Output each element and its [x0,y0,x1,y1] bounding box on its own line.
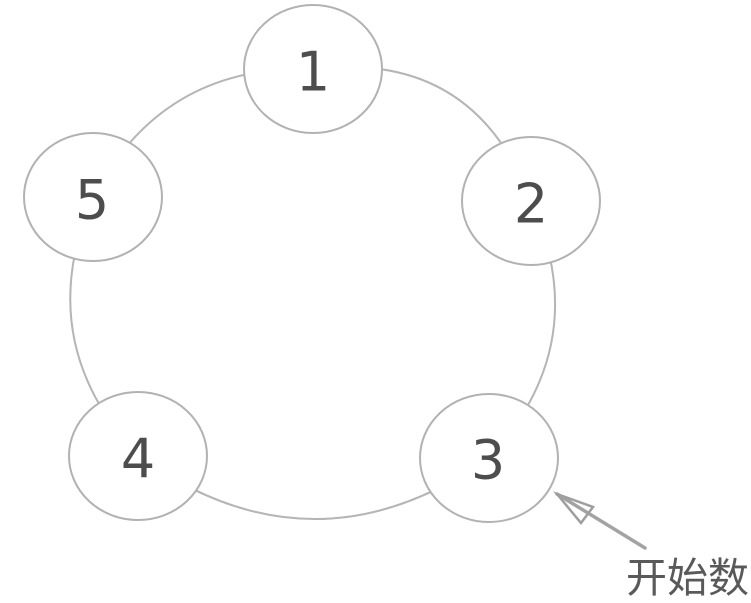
node-label-4: 4 [121,428,155,491]
node-circle-1 [243,4,383,134]
arrow-head-icon [553,491,596,526]
node-circle-2 [461,136,601,266]
node-label-3: 3 [471,429,505,492]
node-3: 3 [419,393,559,523]
node-label-2: 2 [514,173,548,236]
node-2: 2 [461,136,601,266]
node-1: 1 [243,4,383,134]
node-4: 4 [68,391,208,521]
node-label-5: 5 [75,169,109,232]
node-label-1: 1 [296,41,330,104]
annotation-label: 开始数 [626,554,749,602]
arrow-line [555,492,647,550]
node-circle-5 [23,132,163,262]
node-circle-4 [68,391,208,521]
node-circle-3 [419,393,559,523]
annotation-arrow [553,491,647,550]
node-5: 5 [23,132,163,262]
